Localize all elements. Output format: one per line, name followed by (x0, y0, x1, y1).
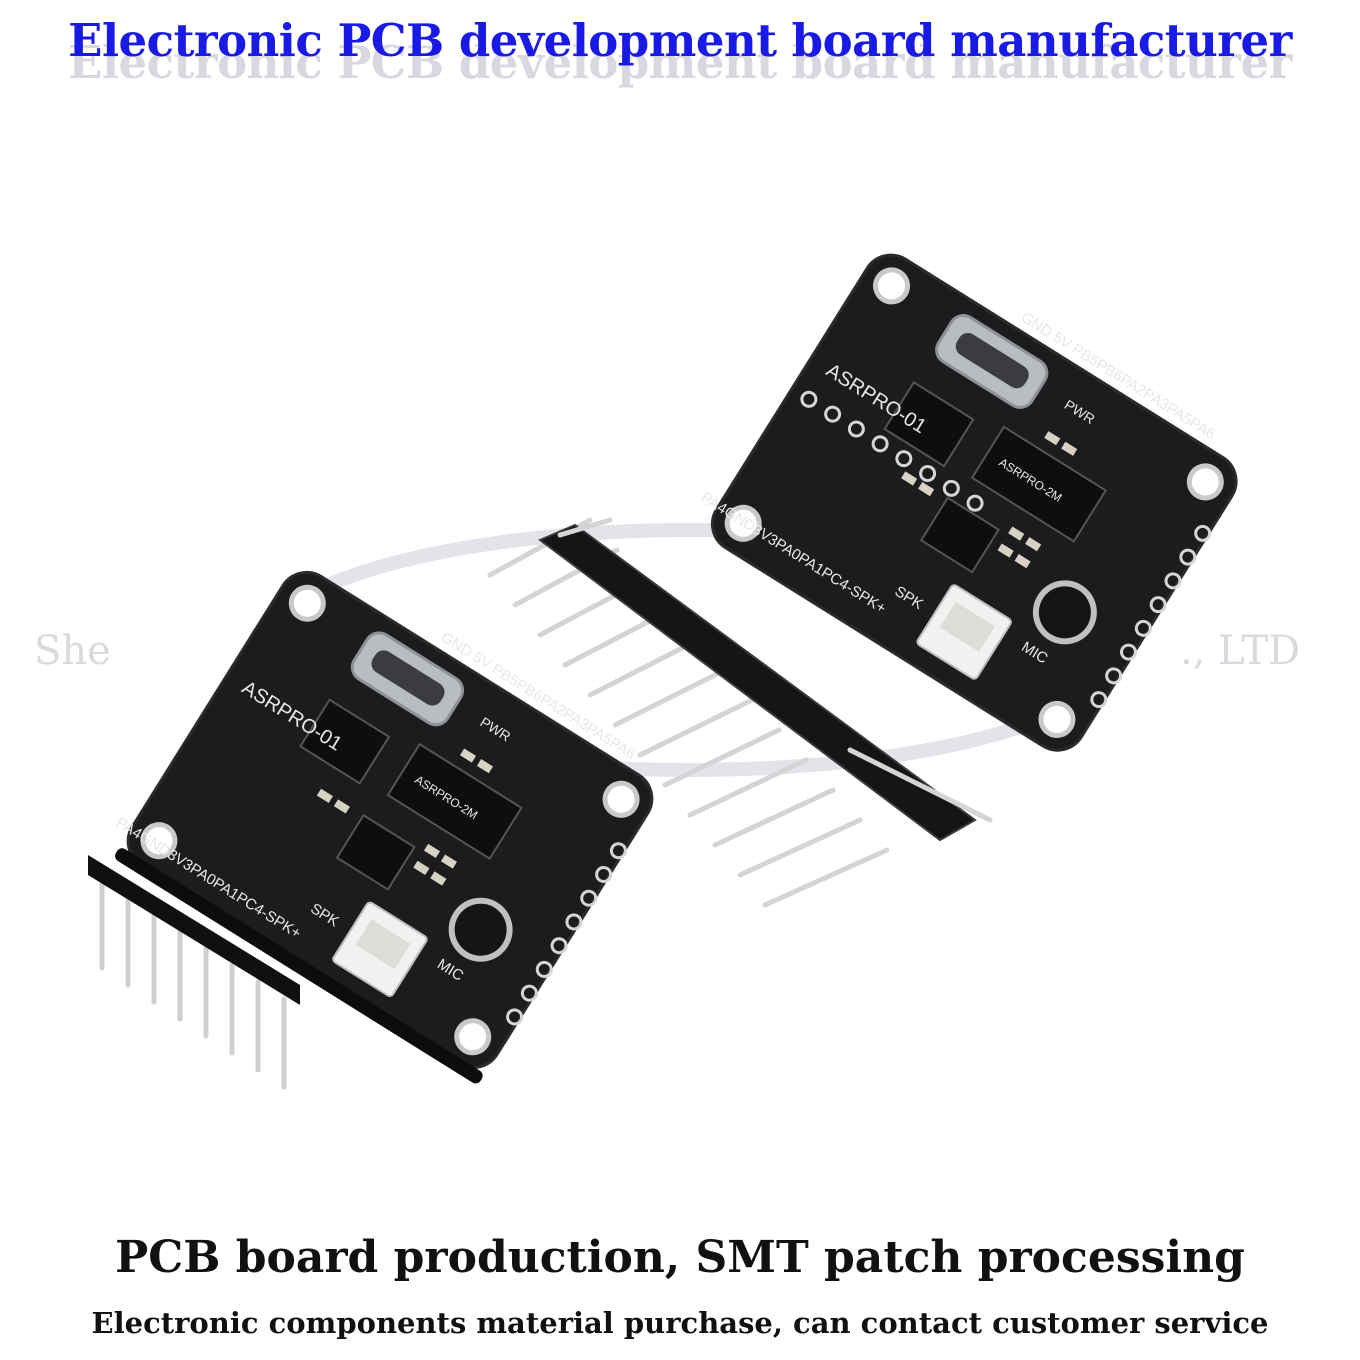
footer-subline: Electronic components material purchase,… (91, 1306, 1269, 1340)
main-chip (970, 425, 1108, 543)
mounting-hole (724, 504, 762, 542)
mounting-hole (873, 267, 911, 305)
pin-header-plastic (538, 523, 977, 842)
top-pin-holes (1090, 524, 1212, 709)
mounting-hole (454, 1018, 492, 1056)
usb-c-port (371, 650, 445, 706)
back-board: ASRPRO-2M MIC SPK ASRPRO-01 PWR (710, 253, 1238, 752)
headline-reflection: Electronic PCB development board manufac… (68, 36, 1292, 89)
watermark-left-text: She (34, 628, 111, 674)
chip (335, 813, 416, 891)
soldered-header-pins (99, 877, 287, 1090)
soldered-header-plastic (88, 855, 300, 1005)
usb-c-port (955, 333, 1029, 389)
mounting-hole (1186, 463, 1224, 501)
chip (919, 496, 1001, 574)
back-board-pcb (710, 253, 1238, 752)
main-chip (386, 742, 523, 861)
page-title: Electronic PCB development board manufac… (68, 14, 1292, 67)
bottom-pin-holes (800, 390, 984, 512)
pin-header (487, 517, 993, 908)
top-pin-holes (506, 842, 627, 1026)
footer-headline: PCB board production, SMT patch processi… (115, 1232, 1245, 1283)
chip (883, 380, 975, 468)
watermark-right-text: ., LTD (1180, 628, 1301, 674)
mounting-hole (140, 822, 178, 860)
mounting-hole (1038, 700, 1076, 738)
mounting-hole (602, 780, 640, 818)
chip (299, 698, 391, 785)
mounting-hole (288, 584, 326, 622)
front-board-edge (115, 848, 483, 1084)
front-board: ASRPRO-2M MIC SPK ASRPRO-01 PWR (115, 570, 654, 1084)
